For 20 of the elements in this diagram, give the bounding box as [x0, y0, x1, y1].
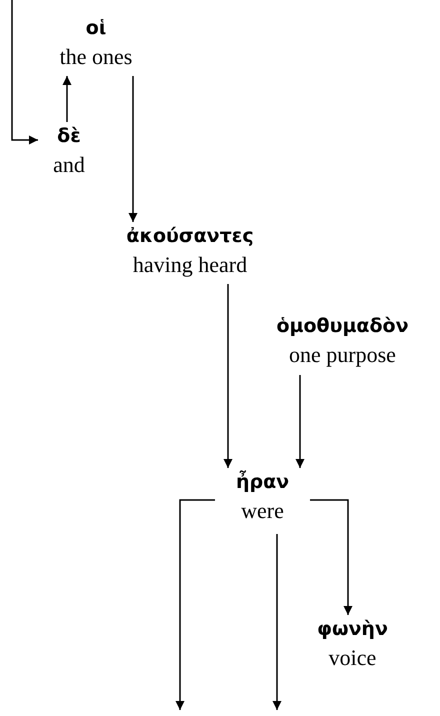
greek-word: ἦραν [236, 469, 290, 495]
greek-word: δὲ [57, 124, 81, 149]
translation: were [241, 497, 284, 525]
arrow [272, 534, 282, 710]
arrow [310, 499, 352, 615]
greek-word: οἱ [86, 16, 106, 41]
arrow [62, 76, 72, 122]
translation: having heard [132, 251, 248, 279]
arrow [176, 499, 215, 710]
greek-word: ὁμοθυμαδὸν [276, 314, 409, 339]
greek-word: φωνὴν [317, 617, 388, 642]
translation: and [53, 151, 85, 179]
greek-word: ἀκούσαντες [126, 224, 254, 249]
translation: the ones [60, 43, 132, 71]
arrow [128, 76, 138, 222]
translation: voice [328, 644, 376, 672]
translation: one purpose [289, 341, 396, 369]
arrow [224, 284, 232, 468]
arrow [296, 375, 304, 468]
arrow [11, 0, 38, 144]
